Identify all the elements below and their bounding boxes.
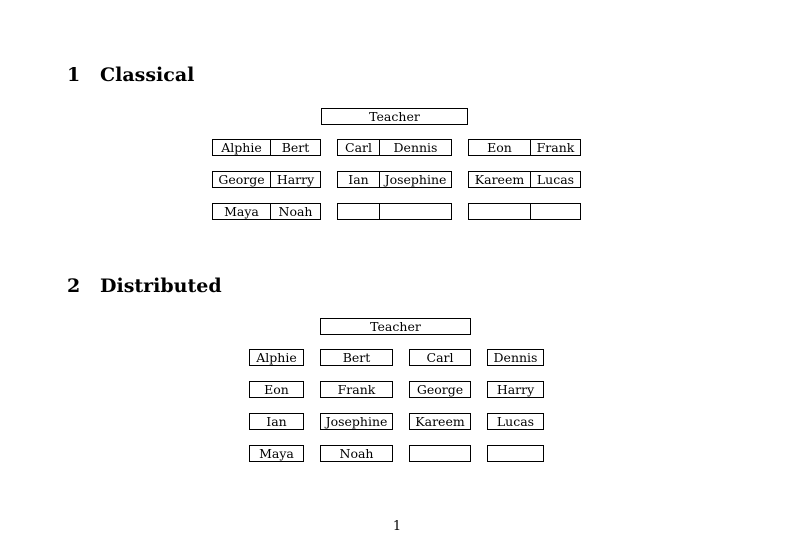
desk-pair: George Harry (212, 171, 321, 188)
student-desk: Bert (270, 140, 320, 155)
student-desk: Maya (224, 204, 259, 219)
desk-pair: Eon Frank (468, 139, 581, 156)
student-desk: Ian (348, 172, 369, 187)
student-desk: Kareem (474, 172, 525, 187)
student-desk: George (409, 381, 471, 398)
student-desk: Alphie (249, 349, 304, 366)
student-desk: Eon (487, 140, 512, 155)
student-desk: Carl (345, 140, 372, 155)
student-desk: Harry (487, 381, 544, 398)
section-number: 1 (67, 64, 81, 86)
student-desk: Lucas (487, 413, 544, 430)
section-1-heading: 1 Classical (67, 64, 194, 86)
desk-pair: Alphie Bert (212, 139, 321, 156)
desk-pair: Carl Dennis (337, 139, 452, 156)
student-desk: Josephine (320, 413, 393, 430)
desk-pair: Kareem Lucas (468, 171, 581, 188)
student-desk: Alphie (221, 140, 262, 155)
empty-desk (409, 445, 471, 462)
student-desk: Maya (249, 445, 304, 462)
section-title: Distributed (100, 275, 222, 297)
student-desk: Noah (270, 204, 320, 219)
empty-desk (338, 204, 379, 219)
empty-desk (530, 204, 580, 219)
student-desk: Dennis (379, 140, 451, 155)
student-desk: Eon (249, 381, 304, 398)
desk-pair: Maya Noah (212, 203, 321, 220)
desk-pair-empty (337, 203, 452, 220)
empty-desk (487, 445, 544, 462)
desk-pair-empty (468, 203, 581, 220)
section-2-heading: 2 Distributed (67, 275, 222, 297)
student-desk: Josephine (379, 172, 451, 187)
empty-desk (469, 204, 530, 219)
student-desk: Kareem (409, 413, 471, 430)
student-desk: Bert (320, 349, 393, 366)
empty-desk (379, 204, 451, 219)
student-desk: Lucas (530, 172, 580, 187)
student-desk: Harry (270, 172, 320, 187)
teacher-desk: Teacher (320, 318, 471, 335)
student-desk: Ian (249, 413, 304, 430)
student-desk: Frank (530, 140, 580, 155)
desk-pair: Ian Josephine (337, 171, 452, 188)
teacher-desk: Teacher (321, 108, 468, 125)
section-title: Classical (100, 64, 195, 86)
student-desk: George (218, 172, 265, 187)
student-desk: Noah (320, 445, 393, 462)
student-desk: Frank (320, 381, 393, 398)
student-desk: Dennis (487, 349, 544, 366)
page-number: 1 (392, 519, 402, 534)
student-desk: Carl (409, 349, 471, 366)
section-number: 2 (67, 275, 81, 297)
